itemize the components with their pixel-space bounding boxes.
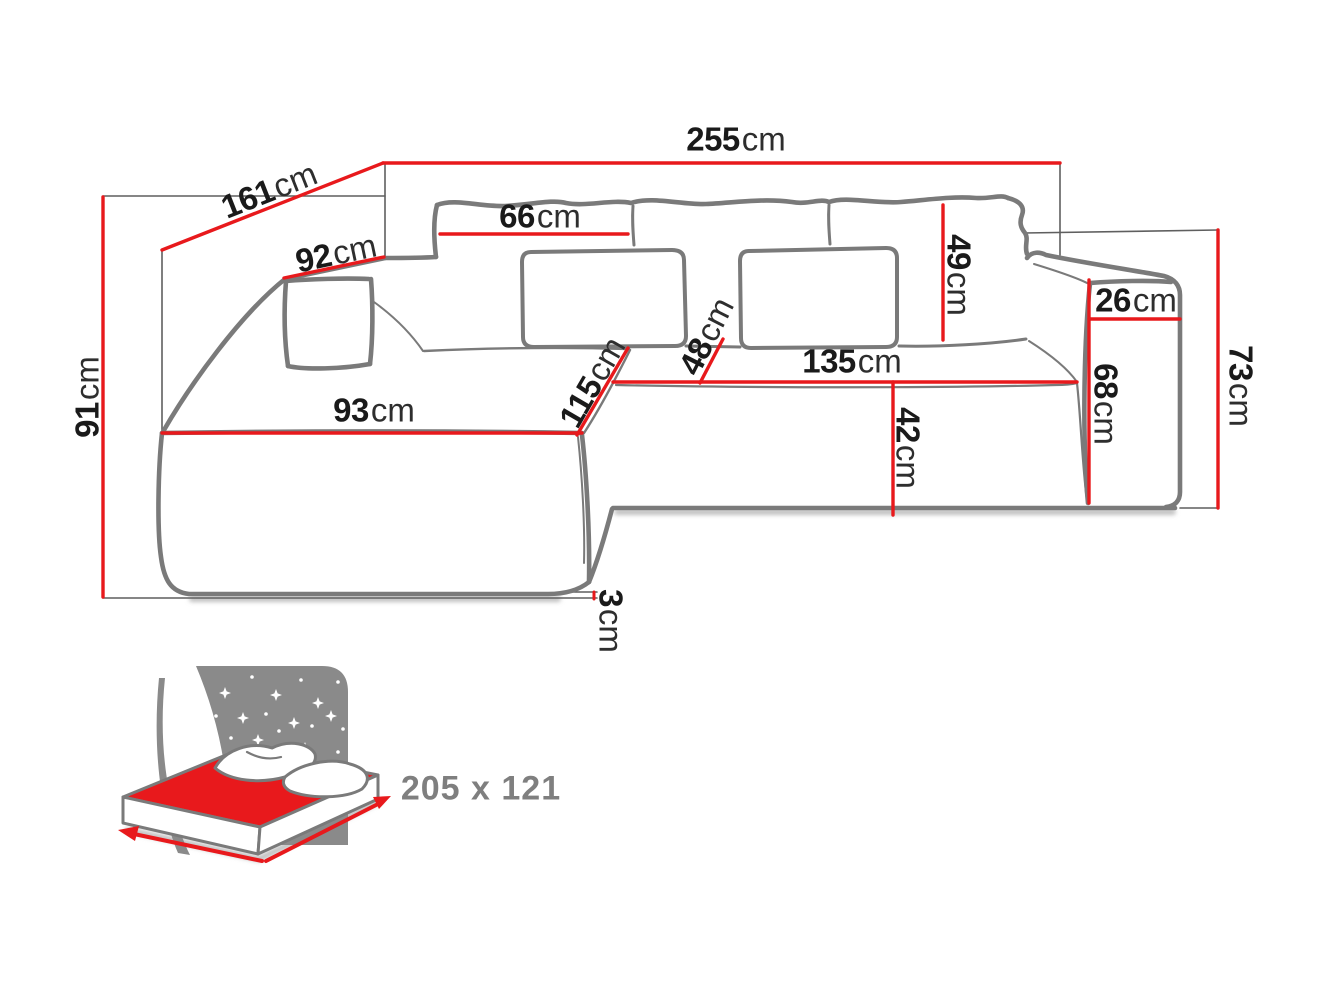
dim-label-93: 93cm bbox=[333, 391, 415, 429]
dim-label-135: 135cm bbox=[802, 342, 902, 380]
size-arrows-icon bbox=[132, 801, 382, 863]
dim-label-68: 68cm bbox=[1087, 363, 1125, 445]
dim-label-91: 91cm bbox=[68, 356, 106, 438]
dim-label-42: 42cm bbox=[889, 407, 927, 489]
dimension-lines bbox=[101, 161, 1220, 601]
dimension-line-115 bbox=[575, 346, 630, 437]
sleeping-function-bed-icon bbox=[118, 666, 391, 863]
dimension-line-161 bbox=[160, 161, 385, 252]
dim-label-3: 3cm bbox=[592, 589, 630, 653]
dim-label-49: 49cm bbox=[940, 234, 978, 316]
dim-label-66: 66cm bbox=[499, 197, 581, 235]
dimension-line-48 bbox=[698, 337, 725, 385]
dim-label-26: 26cm bbox=[1095, 281, 1177, 319]
sleeping-area-size-label: 205 x 121 bbox=[400, 769, 562, 808]
dim-label-73: 73cm bbox=[1222, 345, 1260, 427]
dimension-line-92 bbox=[282, 255, 386, 280]
pillow-icon bbox=[281, 759, 369, 799]
dim-label-255: 255cm bbox=[686, 120, 786, 158]
